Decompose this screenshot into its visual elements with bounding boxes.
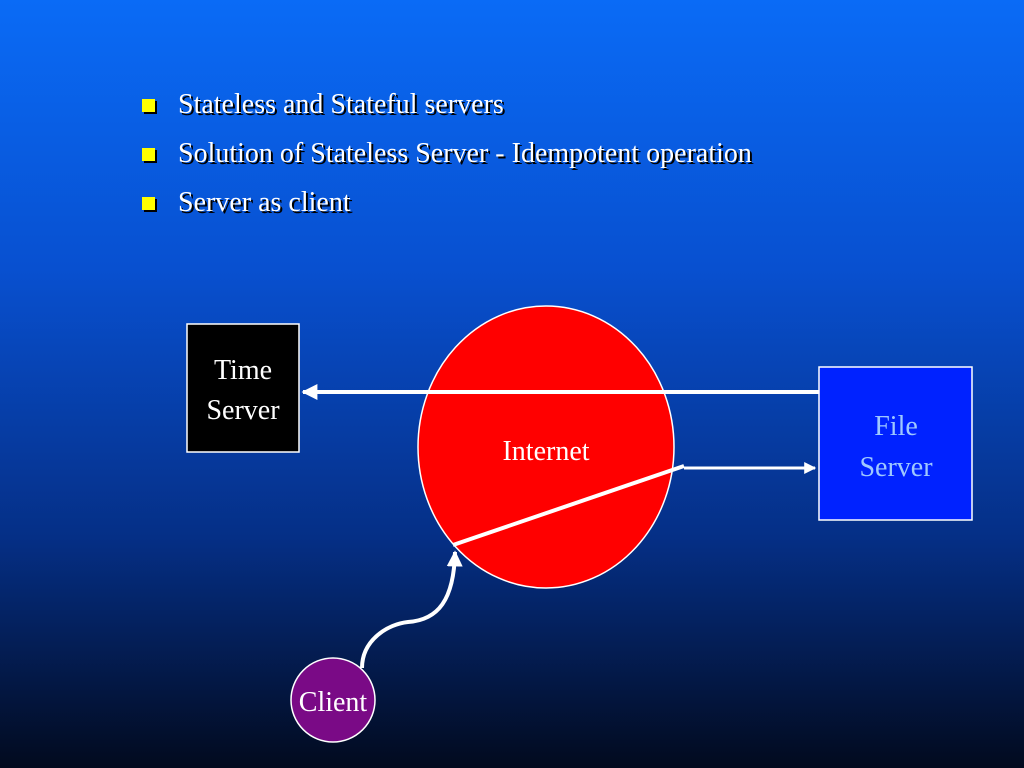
time-server-label-line1: Time [214, 355, 272, 386]
file-server-label-line2: Server [859, 452, 933, 483]
client-to-internet-arrow [360, 550, 463, 669]
client-circle [290, 657, 376, 743]
time-server-label-line2: Server [206, 395, 280, 426]
time-server-box [186, 323, 300, 453]
internet-ellipse [417, 305, 675, 589]
client-label: Client [299, 687, 368, 718]
bullet-list: Stateless and Stateful servers Solution … [140, 86, 752, 233]
bullet-item: Stateless and Stateful servers [140, 86, 752, 135]
internet-label: Internet [502, 436, 589, 467]
square-bullet-icon [142, 148, 155, 161]
file-server-label-line1: File [874, 411, 918, 442]
internet-path-line [452, 464, 685, 547]
bullet-item: Solution of Stateless Server - Idempoten… [140, 135, 752, 184]
square-bullet-icon [142, 99, 155, 112]
bullet-text: Solution of Stateless Server - Idempoten… [178, 138, 752, 169]
file-server-box [818, 366, 973, 521]
square-bullet-icon [142, 197, 155, 210]
bullet-text: Server as client [178, 187, 351, 218]
bullet-item: Server as client [140, 184, 752, 233]
bullet-text: Stateless and Stateful servers [178, 89, 504, 120]
